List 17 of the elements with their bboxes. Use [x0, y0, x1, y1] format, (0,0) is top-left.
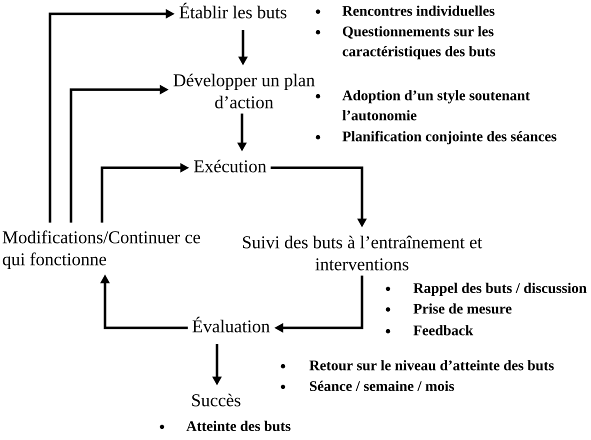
step-label: Développer un plan d’action [174, 74, 315, 108]
list-item: Atteinte des buts [186, 420, 290, 432]
list-item: Planification conjointe des séances [342, 130, 556, 144]
list-item: Adoption d’un style soutenant l’autonomie [342, 90, 530, 120]
list-item: Prise de mesure [413, 303, 512, 314]
step-label: Établir les buts [180, 2, 286, 18]
list-item: Questionnements sur les caractéristiques des buts [342, 26, 496, 60]
list-item: Retour sur le niveau d’atteinte des buts [309, 360, 554, 370]
step-label: Suivi des buts à l’entraînement et interventions [243, 236, 482, 270]
step-label: Succès [192, 394, 240, 406]
step-label: Évaluation [192, 316, 270, 332]
step-label: Exécution [194, 160, 266, 172]
list-item: Rappel des buts / discussion [413, 282, 587, 296]
list-item: Feedback [413, 325, 474, 336]
list-item: Séance / semaine / mois [310, 380, 454, 392]
step-label: Modifications/Continuer ce qui fonctionne [2, 230, 200, 270]
list-item: Rencontres individuelles [342, 6, 494, 16]
